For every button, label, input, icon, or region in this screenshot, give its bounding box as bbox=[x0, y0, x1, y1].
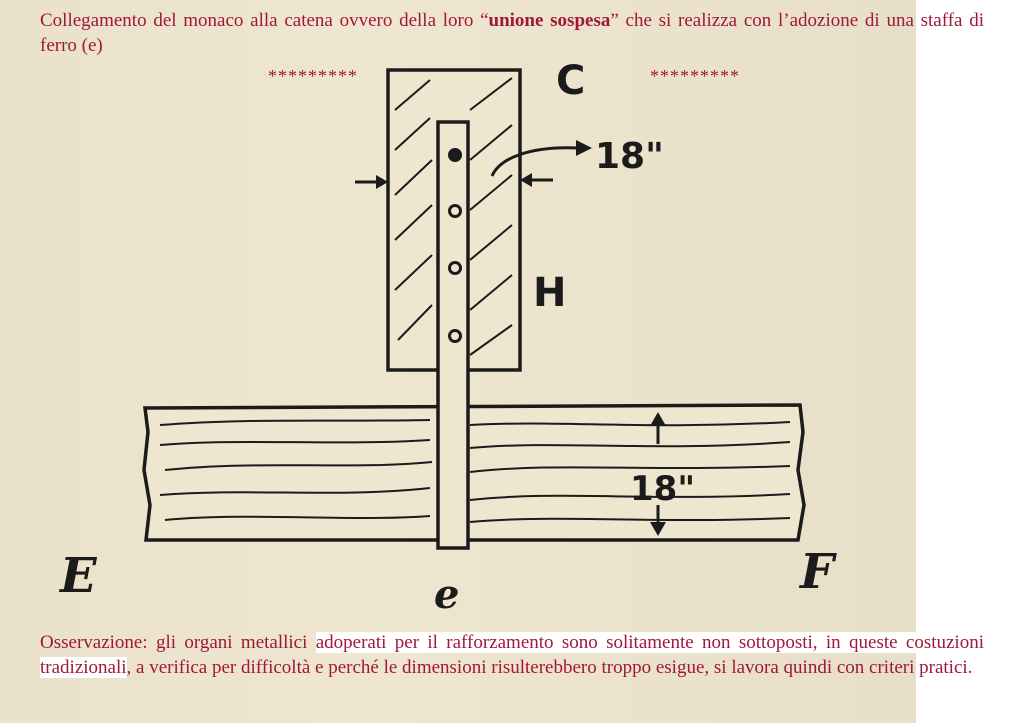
label-f-right: F bbox=[798, 544, 837, 600]
beam-height-arrows bbox=[650, 412, 666, 536]
tie-beam bbox=[142, 403, 806, 542]
separator-stars-right: ********* bbox=[650, 66, 740, 86]
post-width-arrows bbox=[355, 140, 592, 189]
iron-strap bbox=[436, 120, 470, 550]
caption-bold-term: unione sospesa bbox=[488, 10, 611, 31]
observation-note: Osservazione: gli organi metallici adope… bbox=[40, 632, 984, 678]
beam-wood-grain bbox=[159, 419, 791, 523]
label-h: H bbox=[533, 270, 566, 316]
label-c: C bbox=[556, 58, 585, 104]
strap-bolts bbox=[448, 148, 462, 343]
joint-diagram: 18" 18" C H e E F bbox=[58, 58, 837, 618]
beam-height-label: 18" bbox=[630, 469, 695, 509]
post-wood-grain bbox=[394, 77, 513, 356]
post-width-label: 18" bbox=[595, 136, 664, 177]
label-e-strap: e bbox=[434, 571, 459, 618]
separator-stars-left: ********* bbox=[268, 66, 358, 86]
caption-title: Collegamento del monaco alla catena ovve… bbox=[40, 10, 984, 56]
label-e-left: E bbox=[58, 548, 98, 604]
